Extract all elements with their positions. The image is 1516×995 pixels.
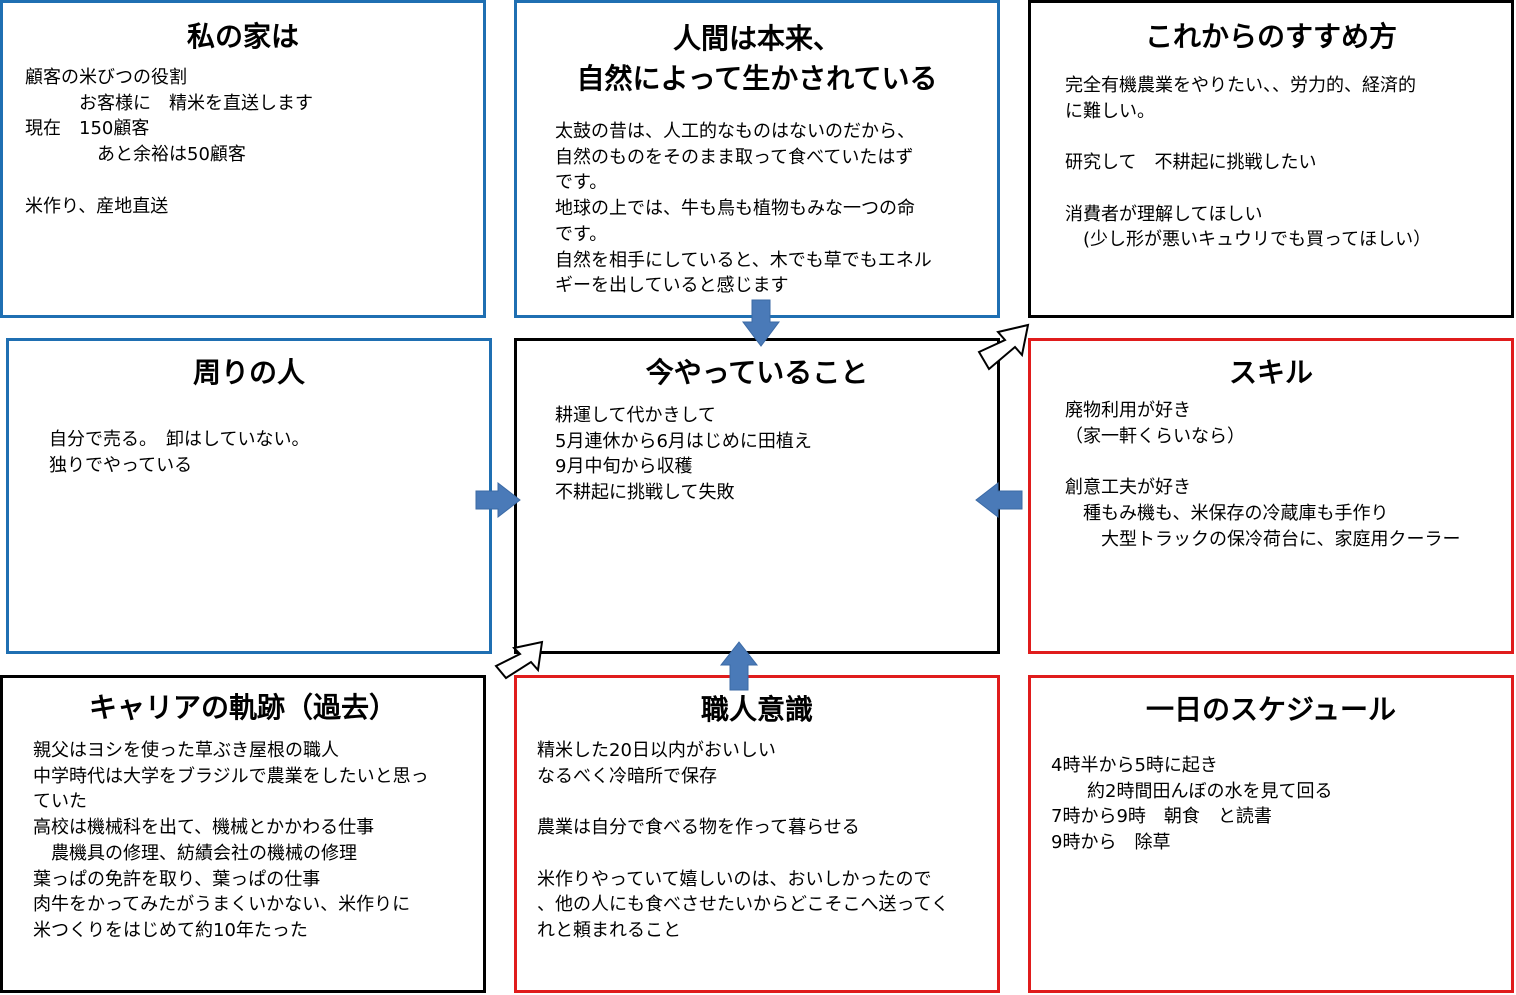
- box-body: 4時半から5時に起き 約2時間田んぼの水を見て回る 7時から9時 朝食 と読書 9時…: [1051, 753, 1332, 856]
- text-line: 自然のものをそのまま取って食べていたはず: [555, 146, 914, 168]
- text-line: 約2時間田んぼの水を見て回る: [1051, 780, 1333, 802]
- text-line: 9月中旬から収穫: [555, 456, 693, 478]
- text-line: 研究して 不耕起に挑戦したい: [1065, 152, 1317, 174]
- text-line: 中学時代は大学をブラジルで農業をしたいと思っ: [33, 765, 429, 787]
- box-title: キャリアの軌跡（過去）: [88, 691, 397, 724]
- box-skills: スキル 廃物利用が好き （家一軒くらいなら） 創意工夫が好き 種もみ機も、米保存の…: [1028, 338, 1514, 654]
- box-body: 耕運して代かきして 5月連休から6月はじめに田植え 9月中旬から収穫不耕起に挑戦して…: [555, 403, 812, 506]
- text-line: 高校は機械科を出て、機械とかかわる仕事: [33, 817, 375, 839]
- box-body: 太鼓の昔は、人工的なものはないのだから、自然のものをそのまま取って食べていたはず…: [555, 119, 932, 299]
- box-title: これからのすすめ方: [1144, 20, 1397, 53]
- box-title: 人間は本来、 自然によって生かされている: [576, 22, 938, 95]
- box-title: 今やっていること: [645, 356, 869, 389]
- box-body: 廃物利用が好き （家一軒くらいなら） 創意工夫が好き 種もみ機も、米保存の冷蔵庫も…: [1065, 398, 1460, 552]
- text-line: 完全有機農業をやりたい、、労力的、経済的: [1065, 75, 1416, 96]
- box-body: 完全有機農業をやりたい、、労力的、経済的に難しい。 研究して 不耕起に挑戦したい…: [1065, 73, 1431, 253]
- text-line: 、他の人にも食べさせたいからどこそこへ送ってく: [537, 894, 950, 916]
- text-line: 創意工夫が好き: [1065, 477, 1191, 499]
- text-line: 米作り、産地直送: [25, 195, 169, 217]
- arrow-left-icon: [975, 481, 1023, 519]
- box-title: 職人意識: [700, 693, 813, 726]
- text-line: あと余裕は50顧客: [25, 144, 246, 166]
- box-my-home: 私の家は 顧客の米びつの役割 お客様に 精米を直送します現在 150顧客 あと余…: [0, 0, 486, 318]
- text-line: 独りでやっている: [49, 454, 193, 476]
- text-line: 自分で売る。 卸はしていない。: [49, 429, 310, 450]
- arrow-right-icon: [475, 481, 521, 519]
- text-line: 不耕起に挑戦して失敗: [555, 482, 735, 504]
- text-line: ていた: [33, 791, 87, 813]
- box-career-history: キャリアの軌跡（過去） 親父はヨシを使った草ぶき屋根の職人中学時代は大学をブラジ…: [0, 675, 486, 993]
- box-future-plan: これからのすすめ方 完全有機農業をやりたい、、労力的、経済的に難しい。 研究して…: [1028, 0, 1514, 318]
- box-craftsman-mindset: 職人意識 精米した20日以内がおいしいなるべく冷暗所で保存 農業は自分で食べる物…: [514, 675, 1000, 993]
- text-line: 自然を相手にしていると、木でも草でもエネル: [555, 249, 932, 271]
- arrow-diagonal-up-right-icon: [494, 640, 544, 680]
- text-line: ギーを出していると感じます: [555, 275, 789, 297]
- box-title: スキル: [1228, 356, 1313, 389]
- text-line: 種もみ機も、米保存の冷蔵庫も手作り: [1065, 502, 1389, 524]
- box-current-activities: 今やっていること 耕運して代かきして 5月連休から6月はじめに田植え 9月中旬から収…: [514, 338, 1000, 654]
- text-line: 葉っぱの免許を取り、葉っぱの仕事: [33, 868, 321, 890]
- text-line: 現在 150顧客: [25, 118, 150, 140]
- text-line: 7時から9時 朝食 と読書: [1051, 806, 1272, 828]
- text-line: 顧客の米びつの役割: [25, 67, 187, 88]
- text-line: 4時半から5時に起き: [1051, 755, 1218, 776]
- text-line: 農業は自分で食べる物を作って暮らせる: [537, 817, 860, 839]
- box-body: 自分で売る。 卸はしていない。独りでやっている: [49, 427, 309, 478]
- text-line: です。: [555, 223, 608, 245]
- text-line: 農機具の修理、紡績会社の機械の修理: [33, 842, 357, 864]
- box-title: 私の家は: [186, 20, 299, 53]
- text-line: 耕運して代かきして: [555, 405, 716, 426]
- text-line: 太鼓の昔は、人工的なものはないのだから、: [555, 121, 915, 142]
- box-body: 顧客の米びつの役割 お客様に 精米を直送します現在 150顧客 あと余裕は50顧…: [25, 65, 313, 219]
- text-line: 消費者が理解してほしい: [1065, 203, 1263, 225]
- text-line: 地球の上では、牛も鳥も植物もみな一つの命: [555, 198, 915, 220]
- box-people-around: 周りの人 自分で売る。 卸はしていない。独りでやっている: [6, 338, 492, 654]
- text-line: れと頼まれること: [537, 919, 681, 941]
- box-daily-schedule: 一日のスケジュール 4時半から5時に起き 約2時間田んぼの水を見て回る 7時から9…: [1028, 675, 1514, 993]
- box-body: 精米した20日以内がおいしいなるべく冷暗所で保存 農業は自分で食べる物を作って暮…: [537, 738, 949, 944]
- text-line: 大型トラックの保冷荷台に、家庭用クーラー: [1065, 528, 1461, 550]
- arrow-diagonal-up-right-icon: [977, 323, 1030, 371]
- text-line: に難しい。: [1065, 100, 1155, 122]
- box-body: 親父はヨシを使った草ぶき屋根の職人中学時代は大学をブラジルで農業をしたいと思って…: [33, 738, 429, 944]
- text-line: 精米した20日以内がおいしい: [537, 740, 776, 761]
- text-line: 肉牛をかってみたがうまくいかない、米作りに: [33, 894, 411, 916]
- text-line: 米つくりをはじめて約10年たった: [33, 919, 308, 941]
- box-title: 周りの人: [192, 356, 305, 389]
- text-line: 9時から 除草: [1051, 832, 1171, 854]
- text-line: 米作りやっていて嬉しいのは、おいしかったので: [537, 868, 932, 890]
- text-line: です。: [555, 172, 608, 194]
- text-line: お客様に 精米を直送します: [25, 92, 313, 114]
- text-line: 5月連休から6月はじめに田植え: [555, 430, 812, 452]
- text-line: 廃物利用が好き: [1065, 400, 1191, 421]
- text-line: 親父はヨシを使った草ぶき屋根の職人: [33, 740, 339, 761]
- text-line: (少し形が悪いキュウリでも買ってほしい）: [1065, 229, 1432, 251]
- text-line: なるべく冷暗所で保存: [537, 765, 717, 787]
- arrow-up-icon: [719, 641, 759, 691]
- box-title: 一日のスケジュール: [1145, 693, 1397, 726]
- arrow-down-icon: [742, 299, 780, 347]
- text-line: （家一軒くらいなら）: [1065, 425, 1245, 447]
